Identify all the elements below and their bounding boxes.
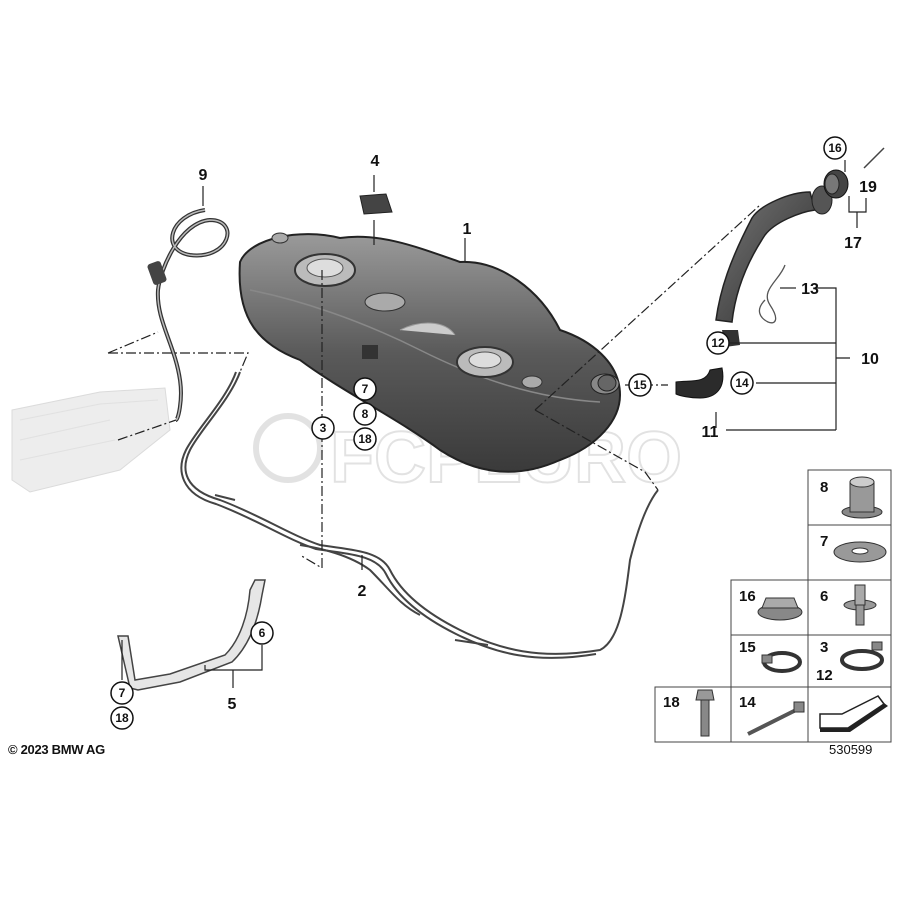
circled-callouts: 3 7 8 18 6 7 18 12 14 15 16 [110,136,847,730]
callout-4: 4 [371,153,380,170]
callouts: 1 2 4 5 9 10 11 13 17 19 [199,153,879,713]
callout-1: 1 [463,221,472,238]
callout-9: 9 [199,167,208,184]
heat-shield-pad [359,193,393,215]
diagram-number: 530599 [829,742,873,757]
grid-cell-15: 15 [739,639,802,673]
fuel-tank [238,232,622,473]
svg-text:6: 6 [259,626,266,640]
svg-text:7: 7 [119,686,126,700]
svg-text:7: 7 [820,533,828,550]
tether-cable [758,264,786,324]
circled-8-tank: 8 [353,402,377,426]
svg-text:15: 15 [633,378,647,392]
callout-17: 17 [844,235,862,252]
grid-cell-7: 7 [820,533,887,563]
svg-text:12: 12 [711,336,725,350]
svg-text:18: 18 [663,694,680,711]
svg-text:15: 15 [739,639,756,656]
vent-hose [147,208,230,422]
callout-5: 5 [228,696,237,713]
circled-18-tank: 18 [353,427,377,451]
svg-text:8: 8 [362,407,369,421]
svg-text:18: 18 [115,711,129,725]
callout-11: 11 [702,424,719,441]
callout-2: 2 [358,583,367,600]
grid-cell-8: 8 [820,476,883,519]
circled-7-strap: 7 [110,681,134,705]
svg-text:7: 7 [362,382,369,396]
circled-3: 3 [311,416,335,440]
grid-cell-6: 6 [820,584,877,626]
fuel-cap [823,147,885,199]
grid-cell-18: 18 [663,689,715,737]
circled-14: 14 [730,371,754,395]
grid-cell-14: 14 [739,694,805,736]
svg-text:18: 18 [358,432,372,446]
callout-19: 19 [859,179,877,196]
leader-lines [121,160,867,688]
circled-6-strap: 6 [250,621,274,645]
svg-text:8: 8 [820,479,828,496]
svg-text:16: 16 [828,141,842,155]
svg-text:3: 3 [820,639,828,656]
circled-15: 15 [628,373,652,397]
filler-hose [597,367,724,399]
circled-16: 16 [823,136,847,160]
svg-text:14: 14 [739,694,756,711]
svg-text:14: 14 [735,376,749,390]
callout-10: 10 [861,351,879,368]
svg-text:6: 6 [820,588,828,605]
circled-12: 12 [706,331,730,355]
svg-text:3: 3 [320,421,327,435]
charcoal-canister [11,387,171,493]
grid-cell-16: 16 [739,588,803,621]
parts-grid: 8 7 16 6 15 [654,469,892,743]
tank-strap [117,579,266,691]
grid-cell-3-12: 3 12 [816,639,884,684]
svg-text:12: 12 [816,667,833,684]
callout-13: 13 [801,281,819,298]
fuel-lines [180,371,659,659]
svg-text:16: 16 [739,588,756,605]
circled-7-tank: 7 [353,377,377,401]
copyright-text: © 2023 BMW AG [8,742,105,757]
circled-18-strap: 18 [110,706,134,730]
arrow-symbol-icon [819,695,888,732]
